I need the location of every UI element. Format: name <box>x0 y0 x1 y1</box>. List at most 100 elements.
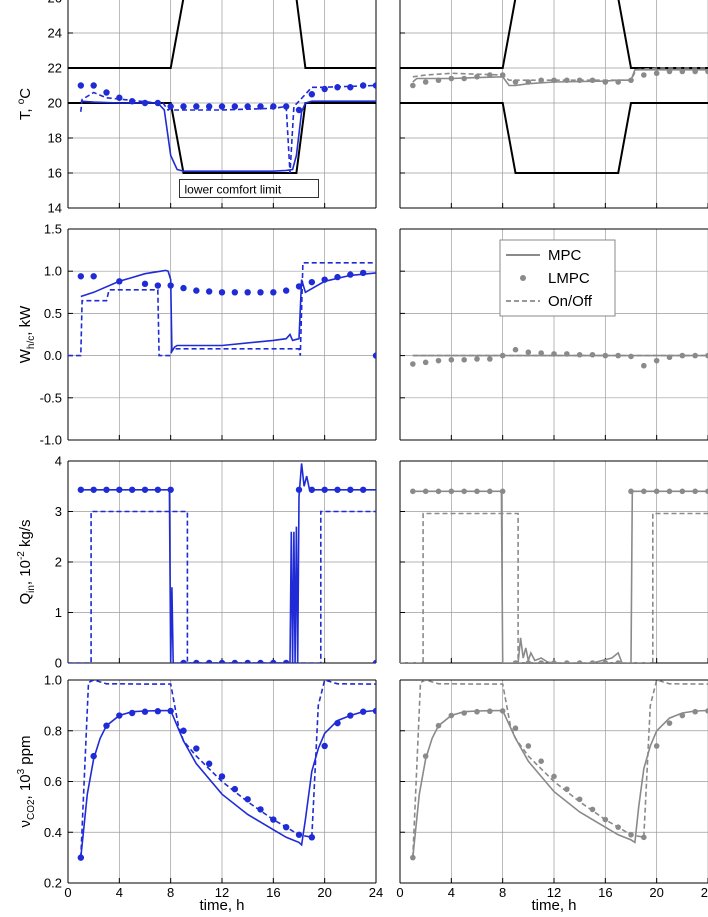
series-lmpc-point <box>435 357 442 364</box>
series-lmpc-point <box>359 269 367 277</box>
series-lmpc-point <box>334 719 341 727</box>
series-lmpc-point <box>628 353 634 360</box>
series-lmpc-point <box>602 816 609 823</box>
series-lmpc-point <box>244 103 251 110</box>
series-lmpc-point <box>295 831 303 838</box>
y-axis-label-W: Wh/c, kW <box>17 305 37 363</box>
series-lmpc-point <box>666 720 673 726</box>
series-lmpc-point <box>244 289 251 296</box>
ytick-label: 16 <box>48 166 62 181</box>
data-series <box>400 0 708 174</box>
x-axis-label: time, h <box>531 897 576 914</box>
series-lmpc-point <box>564 351 570 357</box>
upper-comfort-limit-line <box>68 0 376 69</box>
series-lmpc-point <box>666 488 673 495</box>
series-lmpc-point <box>308 278 316 286</box>
series-lmpc-point <box>666 68 673 75</box>
series-lmpc-point <box>512 346 519 353</box>
y-axis-label-part: Q <box>17 593 34 605</box>
series-lmpc-point <box>705 488 708 495</box>
ytick-label: 14 <box>48 201 62 216</box>
y-axis-label-part: CO2 <box>26 799 37 820</box>
series-lmpc-point <box>154 282 162 289</box>
series-lmpc-point <box>257 289 264 296</box>
series-lmpc-point <box>321 486 328 493</box>
series-lmpc-point <box>231 659 239 663</box>
data-series <box>68 261 376 359</box>
series-lmpc-point <box>602 660 609 663</box>
y-axis-label-part: W <box>17 348 34 363</box>
series-lmpc-point <box>347 486 354 493</box>
series-lmpc-point <box>218 103 226 110</box>
series-lmpc-point <box>705 352 708 359</box>
series-lmpc-point <box>334 84 341 91</box>
series-lmpc-point <box>538 660 544 663</box>
xtick-label: 12 <box>547 885 561 900</box>
series-lmpc-point <box>167 707 174 715</box>
series-lmpc-point <box>103 722 110 729</box>
panel-T-heating: 14161820222426lower comfort limit <box>48 0 377 216</box>
series-lmpc-point <box>372 82 376 89</box>
series-lmpc-point <box>692 488 698 495</box>
series-lmpc-point <box>679 488 686 495</box>
legend-box <box>499 239 616 317</box>
ytick-label: 0.2 <box>44 876 62 891</box>
y-axis-label-part: C <box>17 88 34 99</box>
series-onoff-line <box>400 512 708 663</box>
series-lmpc-point <box>602 352 609 359</box>
upper-comfort-limit-line <box>400 0 708 69</box>
y-axis-label-T: T, oC <box>16 88 34 120</box>
annotation-lower-comfort-limit: lower comfort limit <box>185 183 282 197</box>
ytick-label: 0.0 <box>44 348 62 363</box>
data-series <box>68 463 376 663</box>
series-lmpc-point <box>435 77 442 84</box>
series-lmpc-point <box>282 287 290 294</box>
xtick-label: 24 <box>701 885 708 900</box>
series-lmpc-point <box>615 660 621 663</box>
series-lmpc-point <box>231 103 239 110</box>
series-lmpc-point <box>205 659 213 663</box>
series-lmpc-point <box>295 106 303 114</box>
ytick-label: 24 <box>48 26 62 41</box>
series-lmpc-point <box>257 103 264 110</box>
y-axis-label-part: T, <box>17 104 34 120</box>
xtick-label: 16 <box>598 885 612 900</box>
series-lmpc-point <box>205 760 213 767</box>
data-series <box>410 346 708 369</box>
y-axis-label-CO2: νCO2, 103 ppm <box>16 735 37 827</box>
y-axis-label-part: , kW <box>17 305 34 336</box>
series-lmpc-point <box>359 708 367 715</box>
series-lmpc-point <box>347 271 354 278</box>
series-lmpc-point <box>628 831 634 838</box>
series-lmpc-point <box>167 486 174 493</box>
series-lmpc-point <box>499 708 506 714</box>
series-onoff-line <box>80 680 376 858</box>
series-lmpc-point <box>128 486 136 493</box>
lower-comfort-limit-line <box>400 102 708 174</box>
series-lmpc-point <box>77 486 85 493</box>
series-lmpc-point <box>141 486 149 493</box>
series-lmpc-point <box>257 659 264 663</box>
series-lmpc-point <box>410 82 416 89</box>
series-lmpc-point <box>551 660 557 663</box>
series-lmpc-point <box>538 758 544 764</box>
series-lmpc-point <box>628 77 634 84</box>
series-mpc-line <box>80 463 376 663</box>
series-lmpc-point <box>321 276 328 283</box>
series-lmpc-point <box>461 488 467 495</box>
series-lmpc-point <box>615 79 621 85</box>
ytick-label: 3 <box>55 504 62 519</box>
series-lmpc-point <box>499 352 506 359</box>
series-onoff-line <box>68 261 376 357</box>
series-lmpc-point <box>90 752 97 760</box>
ytick-label: 26 <box>48 0 62 6</box>
series-lmpc-point <box>282 823 290 831</box>
series-lmpc-point <box>641 72 647 78</box>
series-lmpc-point <box>167 282 174 289</box>
series-lmpc-point <box>474 708 480 715</box>
series-lmpc-point <box>359 82 367 89</box>
series-lmpc-point <box>512 660 519 663</box>
